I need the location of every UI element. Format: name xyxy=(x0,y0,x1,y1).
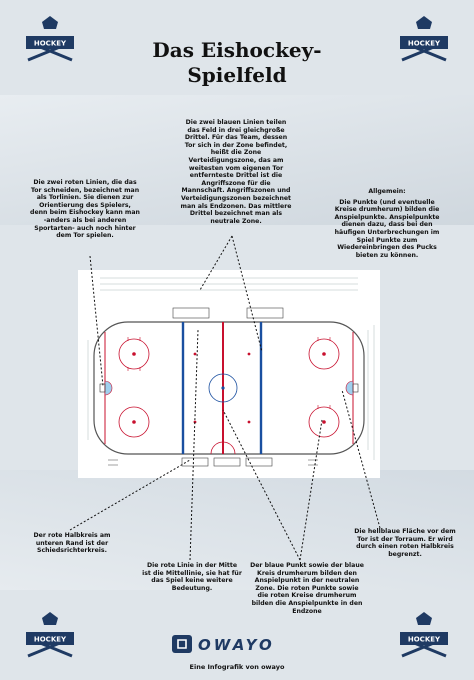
annotation-referee-circle: Der rote Halbkreis am unteren Rand ist d… xyxy=(33,532,111,555)
annotation-general-title: Allgemein: xyxy=(368,188,406,195)
faceoff-dot xyxy=(132,352,136,356)
annotation-center-line: Die rote Linie in der Mitte ist die Mitt… xyxy=(142,562,242,592)
svg-text:HOCKEY: HOCKEY xyxy=(408,40,441,48)
faceoff-dot xyxy=(193,352,197,356)
owayo-logo-mark xyxy=(172,635,192,653)
center-circle xyxy=(208,373,238,403)
owayo-logo: OWAYO xyxy=(172,633,302,655)
background-band xyxy=(0,95,474,225)
svg-text:OWAYO: OWAYO xyxy=(198,636,275,654)
faceoff-dot xyxy=(247,420,251,424)
svg-text:HOCKEY: HOCKEY xyxy=(34,40,67,48)
rink-diagram xyxy=(78,270,380,478)
team-bench-a xyxy=(172,307,210,319)
annotation-blue-lines: Die zwei blauen Linien teilen das Feld i… xyxy=(180,119,292,225)
faceoff-circle xyxy=(308,406,340,438)
team-bench-b xyxy=(246,307,284,319)
faceoff-dot xyxy=(247,352,251,356)
faceoff-dot xyxy=(322,352,326,356)
background-band xyxy=(0,470,474,590)
annotation-goal-crease: Die hellblaue Fläche vor dem Tor ist der… xyxy=(354,528,456,558)
annotation-faceoff-points: Der blaue Punkt sowie der blaue Kreis dr… xyxy=(250,562,364,615)
timekeeper-box xyxy=(213,457,241,467)
credit-line: Eine Infografik von owayo xyxy=(189,663,285,671)
svg-text:HOCKEY: HOCKEY xyxy=(34,636,67,644)
faceoff-circle xyxy=(308,338,340,370)
goal-right xyxy=(352,383,359,393)
hockey-badge-icon: HOCKEY xyxy=(400,16,448,62)
annotation-general-text: Die Punkte (und eventuelle Kreise drumhe… xyxy=(334,198,440,259)
annotation-general: Allgemein: Die Punkte (und eventuelle Kr… xyxy=(330,188,444,259)
rink-boards xyxy=(93,321,365,455)
referee-crease xyxy=(210,441,236,455)
page-title: Das Eishockey- Spielfeld xyxy=(152,38,322,87)
goal-crease-left xyxy=(104,380,113,396)
faceoff-dot xyxy=(322,420,326,424)
hockey-badge-icon: HOCKEY xyxy=(26,16,74,62)
goal-crease-right xyxy=(345,380,354,396)
penalty-box-a xyxy=(181,457,209,467)
annotation-red-lines: Die zwei roten Linien, die das Tor schne… xyxy=(30,179,140,240)
faceoff-circle xyxy=(118,406,150,438)
hockey-badge-icon: HOCKEY xyxy=(400,612,448,658)
rink-svg xyxy=(87,277,375,467)
hockey-badge-icon: HOCKEY xyxy=(26,612,74,658)
faceoff-dot xyxy=(132,420,136,424)
penalty-box-b xyxy=(245,457,273,467)
svg-text:HOCKEY: HOCKEY xyxy=(408,636,441,644)
faceoff-circle xyxy=(118,338,150,370)
center-faceoff-dot xyxy=(221,386,225,390)
